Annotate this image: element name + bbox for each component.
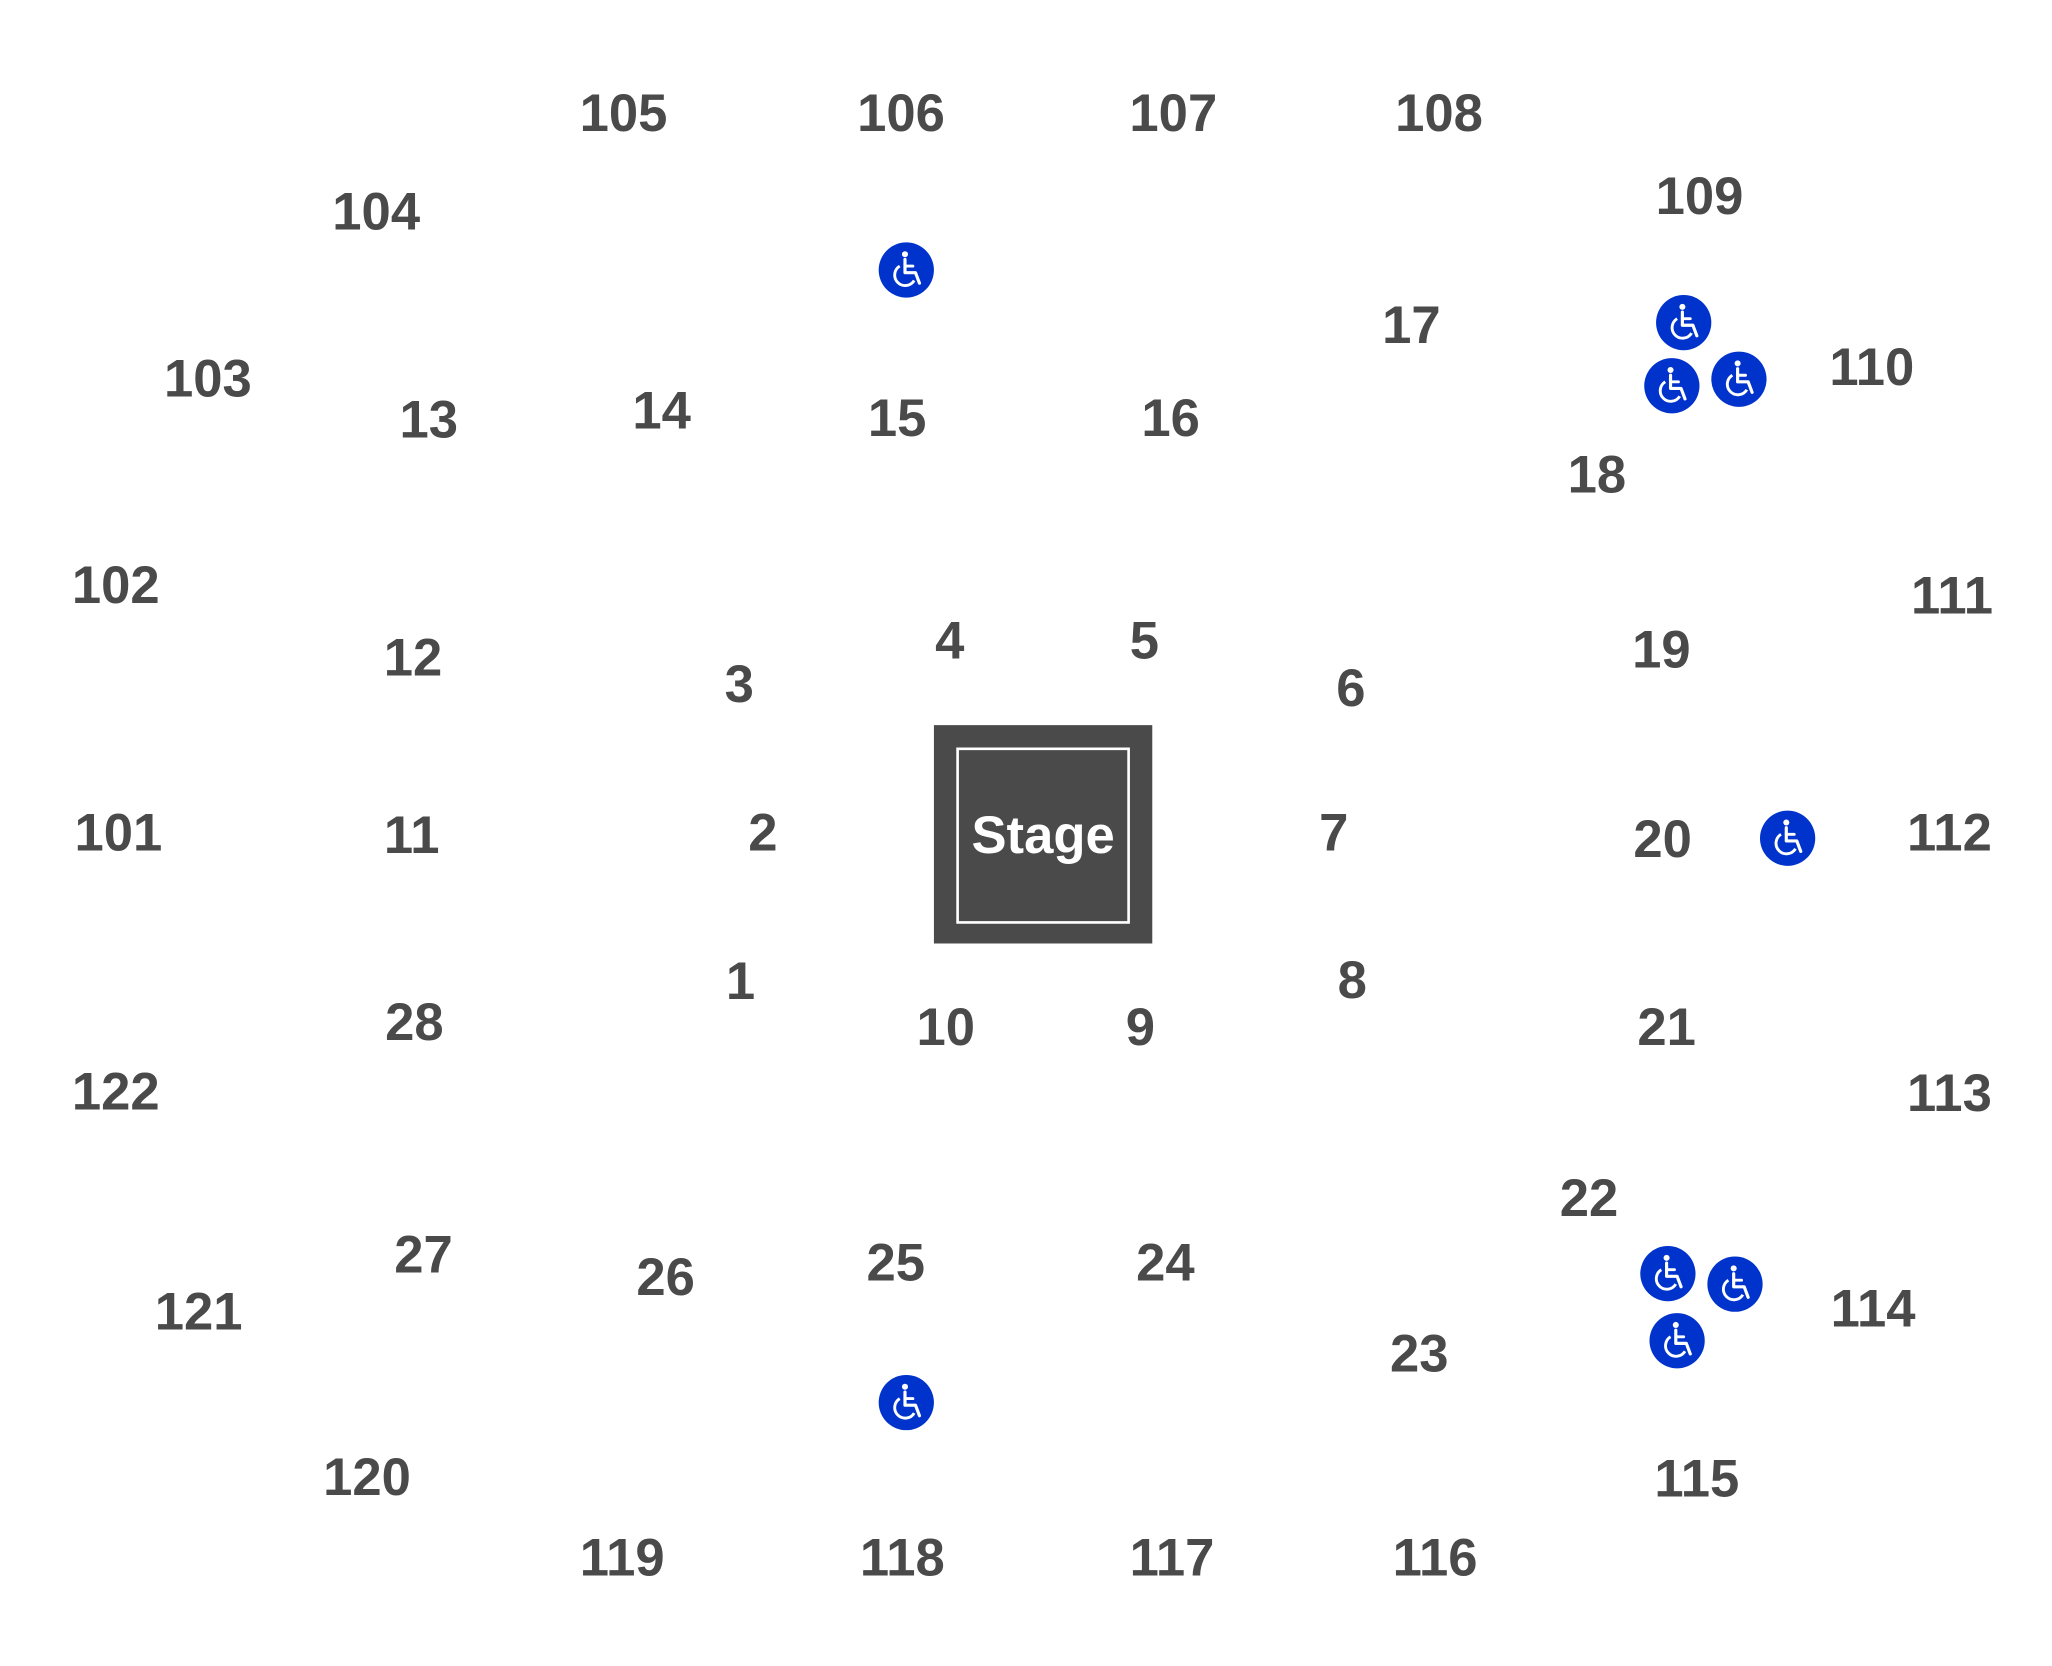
section-106[interactable]: 106 [857,84,945,143]
section-117[interactable]: 117 [1130,1528,1215,1587]
accessible-seating [878,242,1816,1431]
section-105[interactable]: 105 [580,84,668,143]
section-19[interactable]: 19 [1632,621,1691,680]
section-3[interactable]: 3 [725,655,754,714]
section-7[interactable]: 7 [1319,804,1348,863]
wheelchair-icon [1711,351,1767,407]
section-110[interactable]: 110 [1829,338,1914,397]
stage[interactable]: Stage [933,725,1153,944]
wheelchair-icon [1707,1256,1763,1312]
section-114[interactable]: 114 [1831,1280,1916,1339]
section-16[interactable]: 16 [1141,389,1200,448]
stage-inner-border [956,747,1130,924]
section-22[interactable]: 22 [1560,1169,1619,1228]
wheelchair-icon [1649,1313,1705,1369]
section-28[interactable]: 28 [385,993,444,1052]
wheelchair-icon [878,242,934,298]
section-15[interactable]: 15 [868,389,927,448]
section-4[interactable]: 4 [935,611,964,670]
section-121[interactable]: 121 [155,1282,243,1341]
section-102[interactable]: 102 [72,556,160,615]
section-2[interactable]: 2 [748,804,777,863]
stage-label: Stage [971,806,1114,865]
section-101[interactable]: 101 [74,804,162,863]
section-109[interactable]: 109 [1656,167,1744,226]
section-21[interactable]: 21 [1637,998,1696,1057]
section-1[interactable]: 1 [726,952,755,1011]
section-8[interactable]: 8 [1338,951,1367,1010]
section-27[interactable]: 27 [394,1226,453,1285]
section-119[interactable]: 119 [580,1528,665,1587]
section-18[interactable]: 18 [1568,446,1627,505]
section-23[interactable]: 23 [1390,1324,1449,1383]
section-6[interactable]: 6 [1336,659,1365,718]
stage-outer [933,725,1153,944]
section-24[interactable]: 24 [1136,1234,1195,1293]
section-14[interactable]: 14 [632,381,691,440]
section-103[interactable]: 103 [164,350,252,409]
section-113[interactable]: 113 [1907,1064,1992,1123]
section-122[interactable]: 122 [72,1063,160,1122]
section-12[interactable]: 12 [384,629,443,688]
wheelchair-icon [1640,1246,1696,1302]
section-9[interactable]: 9 [1126,998,1155,1057]
wheelchair-icon [1656,295,1712,351]
section-25[interactable]: 25 [867,1234,926,1293]
section-116[interactable]: 116 [1393,1528,1478,1587]
wheelchair-icon [878,1374,934,1431]
section-115[interactable]: 115 [1654,1449,1739,1508]
section-10[interactable]: 10 [916,998,975,1057]
section-107[interactable]: 107 [1129,84,1217,143]
section-17[interactable]: 17 [1382,296,1441,355]
section-108[interactable]: 108 [1395,84,1483,143]
wheelchair-icon [1759,810,1816,866]
section-120[interactable]: 120 [323,1448,411,1507]
section-5[interactable]: 5 [1130,611,1159,670]
section-11[interactable]: 11 [384,806,440,865]
section-104[interactable]: 104 [332,183,420,242]
wheelchair-icon [1644,358,1700,414]
section-111[interactable]: 111 [1911,567,1993,626]
section-118[interactable]: 118 [860,1528,945,1587]
section-26[interactable]: 26 [636,1248,695,1307]
section-112[interactable]: 112 [1907,804,1992,863]
section-13[interactable]: 13 [400,390,459,449]
section-20[interactable]: 20 [1633,810,1692,869]
